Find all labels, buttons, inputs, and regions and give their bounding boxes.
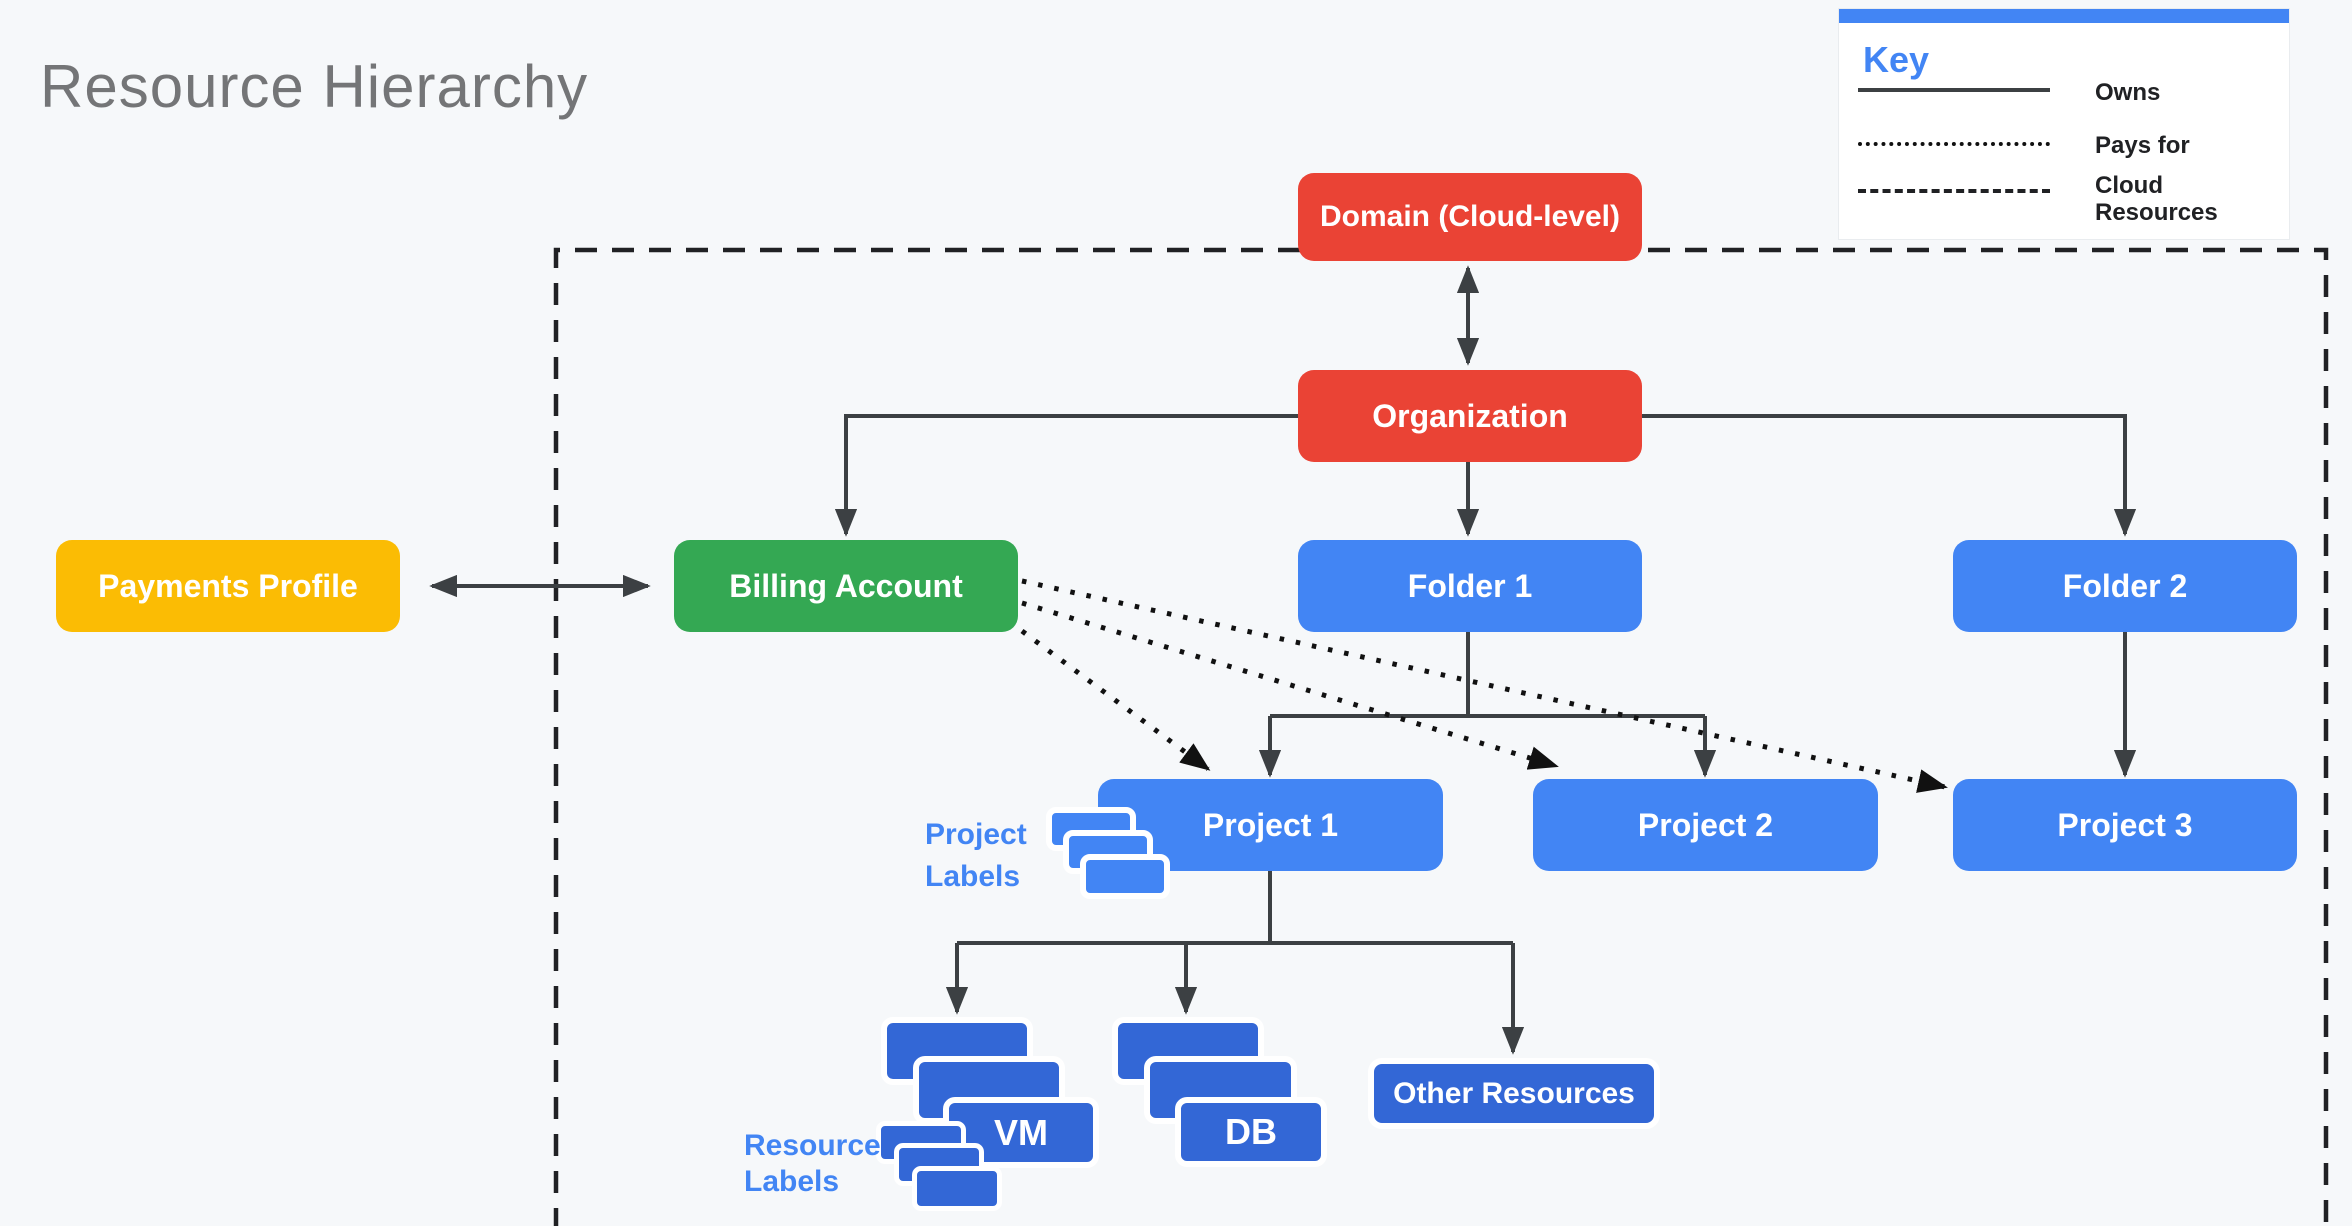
node-project-3-label: Project 3 <box>2057 806 2193 843</box>
node-project-1-label: Project 1 <box>1202 806 1339 843</box>
node-folder-2: Folder 2 <box>1953 540 2297 632</box>
node-other-resources-label: Other Resources <box>1393 1076 1635 1110</box>
billing-project1-dotted-connector <box>1020 628 1211 772</box>
node-domain: Domain (Cloud-level) <box>1298 173 1642 261</box>
key-pays-for-label: Pays for <box>2095 132 2190 159</box>
node-billing-account: Billing Account <box>674 540 1018 632</box>
node-db-label: DB <box>1225 1111 1277 1152</box>
node-billing-account-label: Billing Account <box>729 567 963 604</box>
pays-for-connectors <box>1020 578 1948 793</box>
node-db: DB <box>1175 1097 1327 1167</box>
pays-for-dotted-line-icon <box>1858 142 2050 146</box>
node-folder-1: Folder 1 <box>1298 540 1642 632</box>
node-folder-2-label: Folder 2 <box>2062 567 2188 604</box>
project-labels-stack-icon <box>1080 854 1170 899</box>
node-organization: Organization <box>1298 370 1642 462</box>
billing-project2-dotted-connector <box>1021 600 1559 770</box>
resource-labels-caption: Resource Labels <box>744 1128 881 1200</box>
node-other-resources: Other Resources <box>1368 1058 1660 1129</box>
key-legend-panel: Key Owns Pays for Cloud Resources <box>1838 8 2290 240</box>
node-project-3: Project 3 <box>1953 779 2297 871</box>
node-organization-label: Organization <box>1372 397 1568 434</box>
node-domain-label: Domain (Cloud-level) <box>1319 200 1620 233</box>
node-vm-label: VM <box>994 1111 1048 1153</box>
node-project-2: Project 2 <box>1533 779 1878 871</box>
key-cloud-resources-label: Cloud Resources <box>2095 172 2218 226</box>
owns-connectors <box>429 265 2137 1055</box>
resource-labels-mini-stack-icon <box>912 1166 1002 1211</box>
node-payments-profile: Payments Profile <box>56 540 400 632</box>
node-payments-profile-label: Payments Profile <box>98 567 358 604</box>
project-labels-caption: Project Labels <box>925 814 1027 898</box>
node-project-2-label: Project 2 <box>1637 806 1774 843</box>
resource-labels-caption-line2: Labels <box>744 1165 840 1198</box>
key-legend-title: Key <box>1863 39 1930 80</box>
key-owns-label: Owns <box>2095 79 2161 106</box>
cloud-resources-dashed-line-icon <box>1858 189 2050 193</box>
owns-solid-line-icon <box>1858 88 2050 92</box>
project-labels-caption-line2: Labels <box>925 860 1021 893</box>
node-folder-1-label: Folder 1 <box>1407 567 1533 604</box>
key-legend-topbar <box>1839 9 2289 23</box>
page-title: Resource Hierarchy <box>40 53 589 120</box>
organization-billing-connector <box>834 414 1298 537</box>
project-labels-caption-line1: Project <box>925 818 1027 851</box>
resource-labels-caption-line1: Resource <box>744 1129 881 1162</box>
organization-folder2-connector <box>1642 414 2137 537</box>
